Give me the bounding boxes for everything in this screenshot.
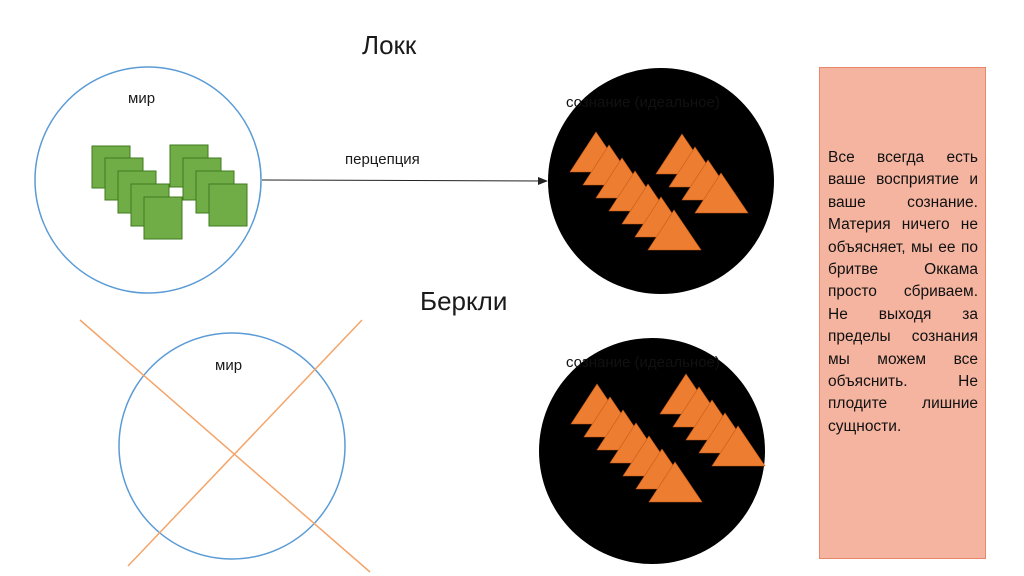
idea-triangle <box>694 172 749 214</box>
locke-title: Локк <box>362 30 417 60</box>
note-box: Все всегда есть ваше восприятие и ваше с… <box>819 67 986 559</box>
perception-label: перцепция <box>345 151 420 168</box>
berkeley-world-circle <box>118 332 346 560</box>
matter-square <box>143 196 183 240</box>
idea-triangle <box>647 209 702 251</box>
idea-triangle <box>648 461 703 503</box>
berkeley-idea-triangles <box>570 373 766 503</box>
cross-line-up <box>127 319 363 567</box>
berkeley-consciousness-label: сознание (идеальное) <box>566 354 720 371</box>
locke-consciousness-label: сознание (идеальное) <box>566 94 720 111</box>
locke-consciousness-circle <box>548 68 774 294</box>
note-text: Все всегда есть ваше восприятие и ваше с… <box>828 149 978 435</box>
locke-idea-triangles <box>569 131 749 251</box>
locke-world-label: мир <box>128 90 156 107</box>
cross-line-down <box>79 319 371 573</box>
matter-squares-group <box>91 144 248 240</box>
matter-square <box>208 183 248 227</box>
idea-triangle <box>711 425 766 467</box>
berkeley-title: Беркли <box>420 286 508 316</box>
perception-arrow <box>261 176 548 185</box>
berkeley-world-label: мир <box>215 357 243 374</box>
